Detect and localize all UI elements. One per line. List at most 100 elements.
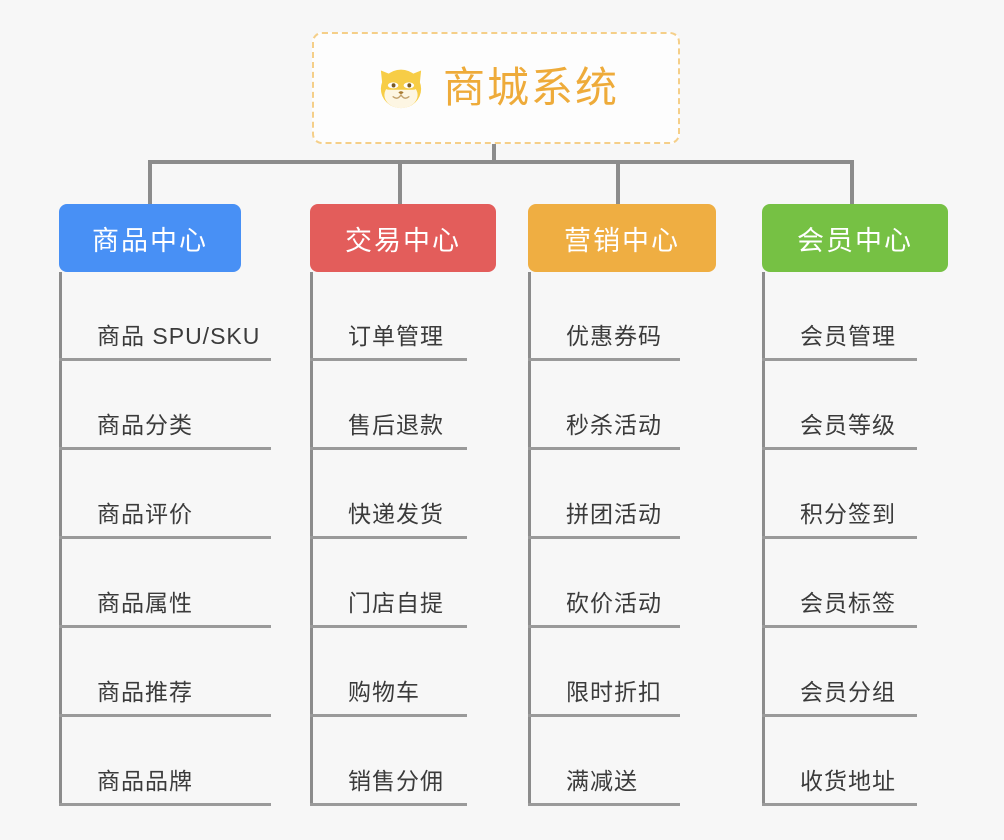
branch-header-label-4: 会员中心 (797, 225, 913, 256)
leaf-item-underline (310, 536, 467, 539)
leaf-item[interactable]: 会员等级 (762, 361, 944, 450)
leaf-item-label: 优惠券码 (566, 323, 662, 349)
branch-header-2[interactable]: 交易中心 (310, 204, 496, 272)
leaf-item-label: 快递发货 (348, 501, 444, 527)
leaf-item-underline (528, 536, 680, 539)
root-node[interactable]: 商城系统 (312, 32, 680, 144)
leaf-item-label: 门店自提 (348, 590, 444, 616)
leaf-item-label: 售后退款 (348, 412, 444, 438)
leaf-item-label: 满减送 (566, 768, 638, 794)
leaf-item-underline (762, 536, 917, 539)
leaf-item-label: 商品属性 (97, 590, 193, 616)
leaf-item[interactable]: 优惠券码 (528, 272, 710, 361)
leaf-item-underline (59, 536, 271, 539)
leaf-item-underline (762, 358, 917, 361)
shiba-dog-face-icon (373, 60, 429, 116)
leaf-item-label: 积分签到 (800, 501, 896, 527)
leaf-item-label: 销售分佣 (348, 768, 444, 794)
leaf-item-underline (310, 358, 467, 361)
leaf-item-underline (762, 447, 917, 450)
leaf-item[interactable]: 拼团活动 (528, 450, 710, 539)
branch-header-label-1: 商品中心 (92, 225, 208, 256)
leaf-item-label: 商品推荐 (97, 679, 193, 705)
leaf-item[interactable]: 积分签到 (762, 450, 944, 539)
leaf-item-label: 会员标签 (800, 590, 896, 616)
leaf-item-underline (310, 625, 467, 628)
branch-items-1: 商品 SPU/SKU 商品分类 商品评价 商品属性 商品推荐 商品品牌 (59, 272, 271, 806)
branch-header-label-3: 营销中心 (564, 225, 680, 256)
leaf-item-label: 砍价活动 (566, 590, 662, 616)
leaf-item-underline (59, 714, 271, 717)
leaf-item-label: 会员管理 (800, 323, 896, 349)
leaf-item[interactable]: 商品品牌 (59, 717, 271, 806)
leaf-item[interactable]: 商品推荐 (59, 628, 271, 717)
leaf-item-label: 商品 SPU/SKU (97, 323, 261, 349)
leaf-item-label: 拼团活动 (566, 501, 662, 527)
leaf-item[interactable]: 会员管理 (762, 272, 944, 361)
connector-horizontal-bus (148, 160, 854, 164)
leaf-item-underline (59, 803, 271, 806)
leaf-item-underline (310, 447, 467, 450)
leaf-item-underline (528, 714, 680, 717)
branch-items-4: 会员管理 会员等级 积分签到 会员标签 会员分组 收货地址 (762, 272, 944, 806)
leaf-item[interactable]: 快递发货 (310, 450, 492, 539)
leaf-item[interactable]: 商品 SPU/SKU (59, 272, 271, 361)
branch-rail-1 (59, 272, 62, 806)
leaf-item[interactable]: 秒杀活动 (528, 361, 710, 450)
leaf-item[interactable]: 购物车 (310, 628, 492, 717)
leaf-item-underline (528, 803, 680, 806)
connector-drop-4 (850, 160, 854, 206)
leaf-item[interactable]: 订单管理 (310, 272, 492, 361)
branch-column-3: 营销中心 优惠券码 秒杀活动 拼团活动 砍价活动 限时折扣 (528, 204, 716, 806)
branch-rail-4 (762, 272, 765, 806)
leaf-item[interactable]: 商品分类 (59, 361, 271, 450)
leaf-item[interactable]: 限时折扣 (528, 628, 710, 717)
leaf-item-label: 商品分类 (97, 412, 193, 438)
branch-header-4[interactable]: 会员中心 (762, 204, 948, 272)
leaf-item-underline (762, 714, 917, 717)
leaf-item-label: 会员等级 (800, 412, 896, 438)
leaf-item[interactable]: 收货地址 (762, 717, 944, 806)
leaf-item[interactable]: 门店自提 (310, 539, 492, 628)
leaf-item-underline (59, 625, 271, 628)
leaf-item-label: 购物车 (348, 679, 420, 705)
leaf-item[interactable]: 销售分佣 (310, 717, 492, 806)
leaf-item[interactable]: 商品评价 (59, 450, 271, 539)
leaf-item-underline (59, 447, 271, 450)
branch-header-label-2: 交易中心 (345, 225, 461, 256)
leaf-item[interactable]: 会员分组 (762, 628, 944, 717)
leaf-item-label: 商品品牌 (97, 768, 193, 794)
branch-column-2: 交易中心 订单管理 售后退款 快递发货 门店自提 购物车 (310, 204, 496, 806)
leaf-item-label: 限时折扣 (566, 679, 662, 705)
leaf-item[interactable]: 满减送 (528, 717, 710, 806)
leaf-item-underline (59, 358, 271, 361)
branch-column-1: 商品中心 商品 SPU/SKU 商品分类 商品评价 商品属性 商品推荐 (59, 204, 271, 806)
leaf-item-underline (310, 803, 467, 806)
leaf-item[interactable]: 售后退款 (310, 361, 492, 450)
branch-rail-2 (310, 272, 313, 806)
leaf-item-label: 收货地址 (800, 768, 896, 794)
leaf-item[interactable]: 砍价活动 (528, 539, 710, 628)
leaf-item-label: 会员分组 (800, 679, 896, 705)
leaf-item-underline (528, 625, 680, 628)
connector-drop-3 (616, 160, 620, 206)
leaf-item-underline (762, 803, 917, 806)
leaf-item[interactable]: 商品属性 (59, 539, 271, 628)
root-title: 商城系统 (442, 64, 619, 111)
branch-rail-3 (528, 272, 531, 806)
connector-root-stem (492, 144, 496, 162)
leaf-item-label: 商品评价 (97, 501, 193, 527)
leaf-item-underline (310, 714, 467, 717)
leaf-item-label: 秒杀活动 (566, 412, 662, 438)
leaf-item-underline (528, 358, 680, 361)
leaf-item[interactable]: 会员标签 (762, 539, 944, 628)
connector-drop-1 (148, 160, 152, 206)
leaf-item-label: 订单管理 (348, 323, 444, 349)
branch-header-3[interactable]: 营销中心 (528, 204, 716, 272)
branch-header-1[interactable]: 商品中心 (59, 204, 241, 272)
branch-items-3: 优惠券码 秒杀活动 拼团活动 砍价活动 限时折扣 满减送 (528, 272, 710, 806)
connector-drop-2 (398, 160, 402, 206)
leaf-item-underline (762, 625, 917, 628)
branch-column-4: 会员中心 会员管理 会员等级 积分签到 会员标签 会员分组 (762, 204, 948, 806)
